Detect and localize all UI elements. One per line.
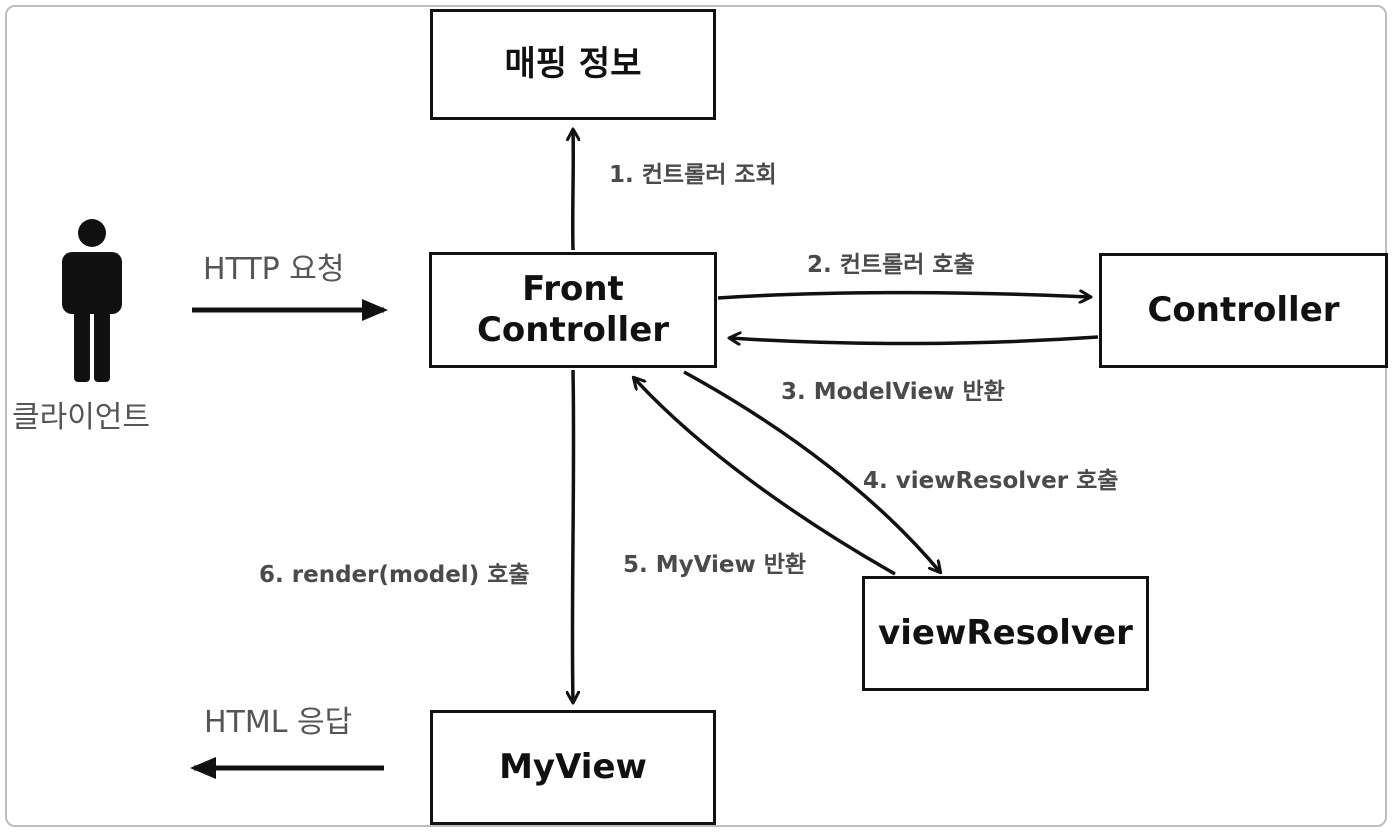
- view-resolver-label: viewResolver: [878, 612, 1133, 653]
- front-controller-label-line2: Controller: [476, 310, 670, 350]
- step4-arrow: [683, 370, 940, 572]
- diagram-frame: [5, 5, 1387, 827]
- mapping-info-box: 매핑 정보: [430, 9, 716, 120]
- step1-arrow: [573, 130, 574, 251]
- step6-arrow: [572, 369, 573, 702]
- step3-label: 3. ModelView 반환: [781, 379, 1005, 405]
- step5-arrow: [634, 378, 896, 576]
- client-label: 클라이언트: [12, 400, 150, 435]
- controller-label: Controller: [1147, 289, 1340, 330]
- person-icon: [62, 219, 122, 382]
- my-view-box: MyView: [430, 710, 716, 825]
- step3-arrow: [730, 337, 1099, 344]
- step2-arrow: [717, 293, 1090, 298]
- response-label: HTML 응답: [204, 705, 353, 740]
- mapping-info-label: 매핑 정보: [504, 43, 642, 84]
- my-view-label: MyView: [499, 746, 647, 787]
- controller-box: Controller: [1099, 253, 1388, 368]
- step5-label: 5. MyView 반환: [623, 552, 807, 578]
- step6-label: 6. render(model) 호출: [259, 562, 530, 588]
- request-label: HTTP 요청: [203, 252, 345, 287]
- step4-label: 4. viewResolver 호출: [863, 468, 1119, 494]
- front-controller-box: Front Controller: [429, 252, 717, 368]
- front-controller-label-line1: Front: [522, 268, 624, 309]
- step2-label: 2. 컨트롤러 호출: [807, 252, 975, 278]
- view-resolver-box: viewResolver: [862, 576, 1149, 691]
- step1-label: 1. 컨트롤러 조회: [609, 162, 777, 188]
